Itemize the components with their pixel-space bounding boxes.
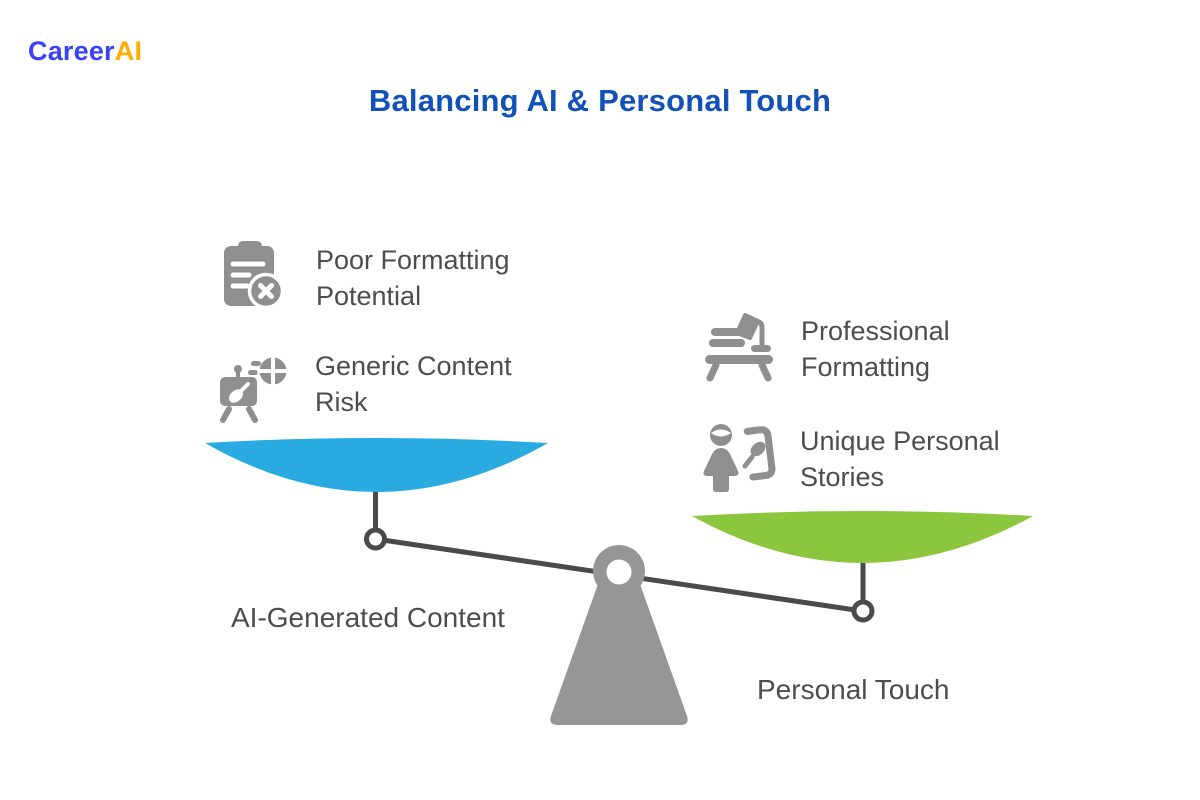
brand-logo-career: Career (28, 36, 115, 66)
feature-text: Poor Formatting Potential (316, 245, 510, 311)
fulcrum-hole (606, 559, 632, 585)
fulcrum-body (550, 584, 688, 725)
fulcrum (550, 545, 688, 725)
left-pan-label: AI-Generated Content (231, 602, 505, 633)
left-pivot-ring (364, 527, 387, 551)
desk-lamp-icon (701, 311, 777, 388)
right-pan-label: Personal Touch (757, 674, 950, 705)
clipboard-error-icon (216, 240, 288, 317)
feature-poor-formatting: Poor Formatting Potential (216, 240, 556, 317)
feature-text: Unique Personal Stories (800, 426, 1000, 492)
page-title: Balancing AI & Personal Touch (368, 83, 832, 118)
feature-professional-formatting: Professional Formatting (701, 311, 1011, 388)
brand-logo-ai: AI (114, 36, 143, 66)
person-brush-icon (700, 421, 776, 500)
feature-text: Professional Formatting (801, 316, 950, 382)
feature-text: Generic Content Risk (315, 351, 512, 417)
right-scale-pan (692, 511, 1033, 563)
easel-generic-icon (211, 346, 289, 429)
feature-generic-content: Generic Content Risk (211, 346, 555, 429)
right-pivot-ring (851, 599, 875, 623)
left-scale-pan (205, 438, 548, 492)
brand-logo: CareerAI (28, 36, 142, 67)
feature-unique-stories: Unique Personal Stories (700, 421, 1040, 500)
